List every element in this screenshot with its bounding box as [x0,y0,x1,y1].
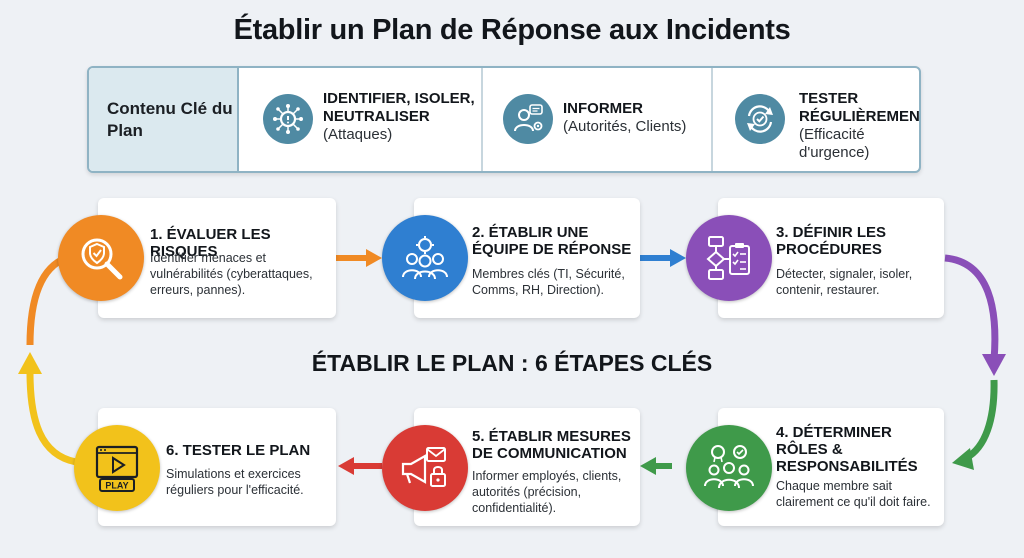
step-card-3: 3. DÉFINIR LES PROCÉDURES Détecter, sign… [718,198,944,318]
video-play-icon: PLAY [74,425,160,511]
banner-item-identify: IDENTIFIER, ISOLER, NEUTRALISER (Attaque… [239,68,483,171]
step-title: 3. DÉFINIR LES PROCÉDURES [776,224,887,258]
play-badge-text: PLAY [105,481,128,491]
megaphone-mail-lock-icon [382,425,468,511]
step-title: 6. TESTER LE PLAN [166,442,311,459]
team-gear-icon [382,215,468,301]
arrow-head-step4-to-step5 [640,457,656,475]
arrow-step3-to-step4-green [964,379,998,462]
step-title: 2. ÉTABLIR UNE ÉQUIPE DE RÉPONSE [472,224,632,258]
arrow-head-step1-to-step2 [366,249,382,267]
banner-item-title: INFORMER [563,100,643,117]
banner-item-title: IDENTIFIER, ISOLER, NEUTRALISER [323,90,475,125]
arrow-head-purple [982,354,1006,376]
banner-item-title: TESTER RÉGULIÈREMENT [799,90,921,125]
step-title: 1. ÉVALUER LES RISQUES [150,226,271,260]
banner-item-test: TESTER RÉGULIÈREMENT (Efficacité d'urgen… [713,68,921,171]
center-label: ÉTABLIR LE PLAN : 6 ÉTAPES CLÉS [311,350,713,376]
flowchart-clipboard-icon [686,215,772,301]
step-description: Identifier menaces et vulnérabilités (cy… [150,251,313,297]
banner-item-subtitle: (Efficacité d'urgence) [799,126,870,161]
arrow-head-step2-to-step3 [670,249,686,267]
person-chat-gear-icon [503,94,553,144]
banner-heading: Contenu Clé du Plan [89,68,239,171]
step-description: Chaque membre sait clairement ce qu'il d… [776,479,931,509]
arrow-head-yellow [18,352,42,374]
arrow-step6-to-step1-yellow [26,371,77,466]
banner-item-subtitle: (Attaques) [323,126,393,143]
shield-magnifier-icon [58,215,144,301]
banner-heading-text: Contenu Clé du Plan [107,98,233,140]
page-title: Établir un Plan de Réponse aux Incidents [233,14,791,46]
banner-item-subtitle: (Autorités, Clients) [563,118,687,135]
step-description: Simulations et exercices réguliers pour … [166,467,304,497]
step-title: 5. ÉTABLIR MESURES DE COMMUNICATION [472,428,631,462]
arrow-step3-to-step4-purple [944,254,999,361]
network-magnifier-icon [263,94,313,144]
arrow-head-step5-to-step6 [338,457,354,475]
banner-item-inform: INFORMER (Autorités, Clients) [483,68,713,171]
step-title: 4. DÉTERMINER RÔLES & RESPONSABILITÉS [776,424,918,475]
key-content-banner: Contenu Clé du Plan IDENTIFIER, ISOLER, … [87,66,921,173]
arrow-head-green [952,448,974,470]
step-description: Membres clés (TI, Sécurité, Comms, RH, D… [472,267,625,297]
step-description: Informer employés, clients, autorités (p… [472,469,622,515]
step-description: Détecter, signaler, isoler, contenir, re… [776,267,913,297]
cycle-check-icon [735,94,785,144]
people-badges-icon [686,425,772,511]
